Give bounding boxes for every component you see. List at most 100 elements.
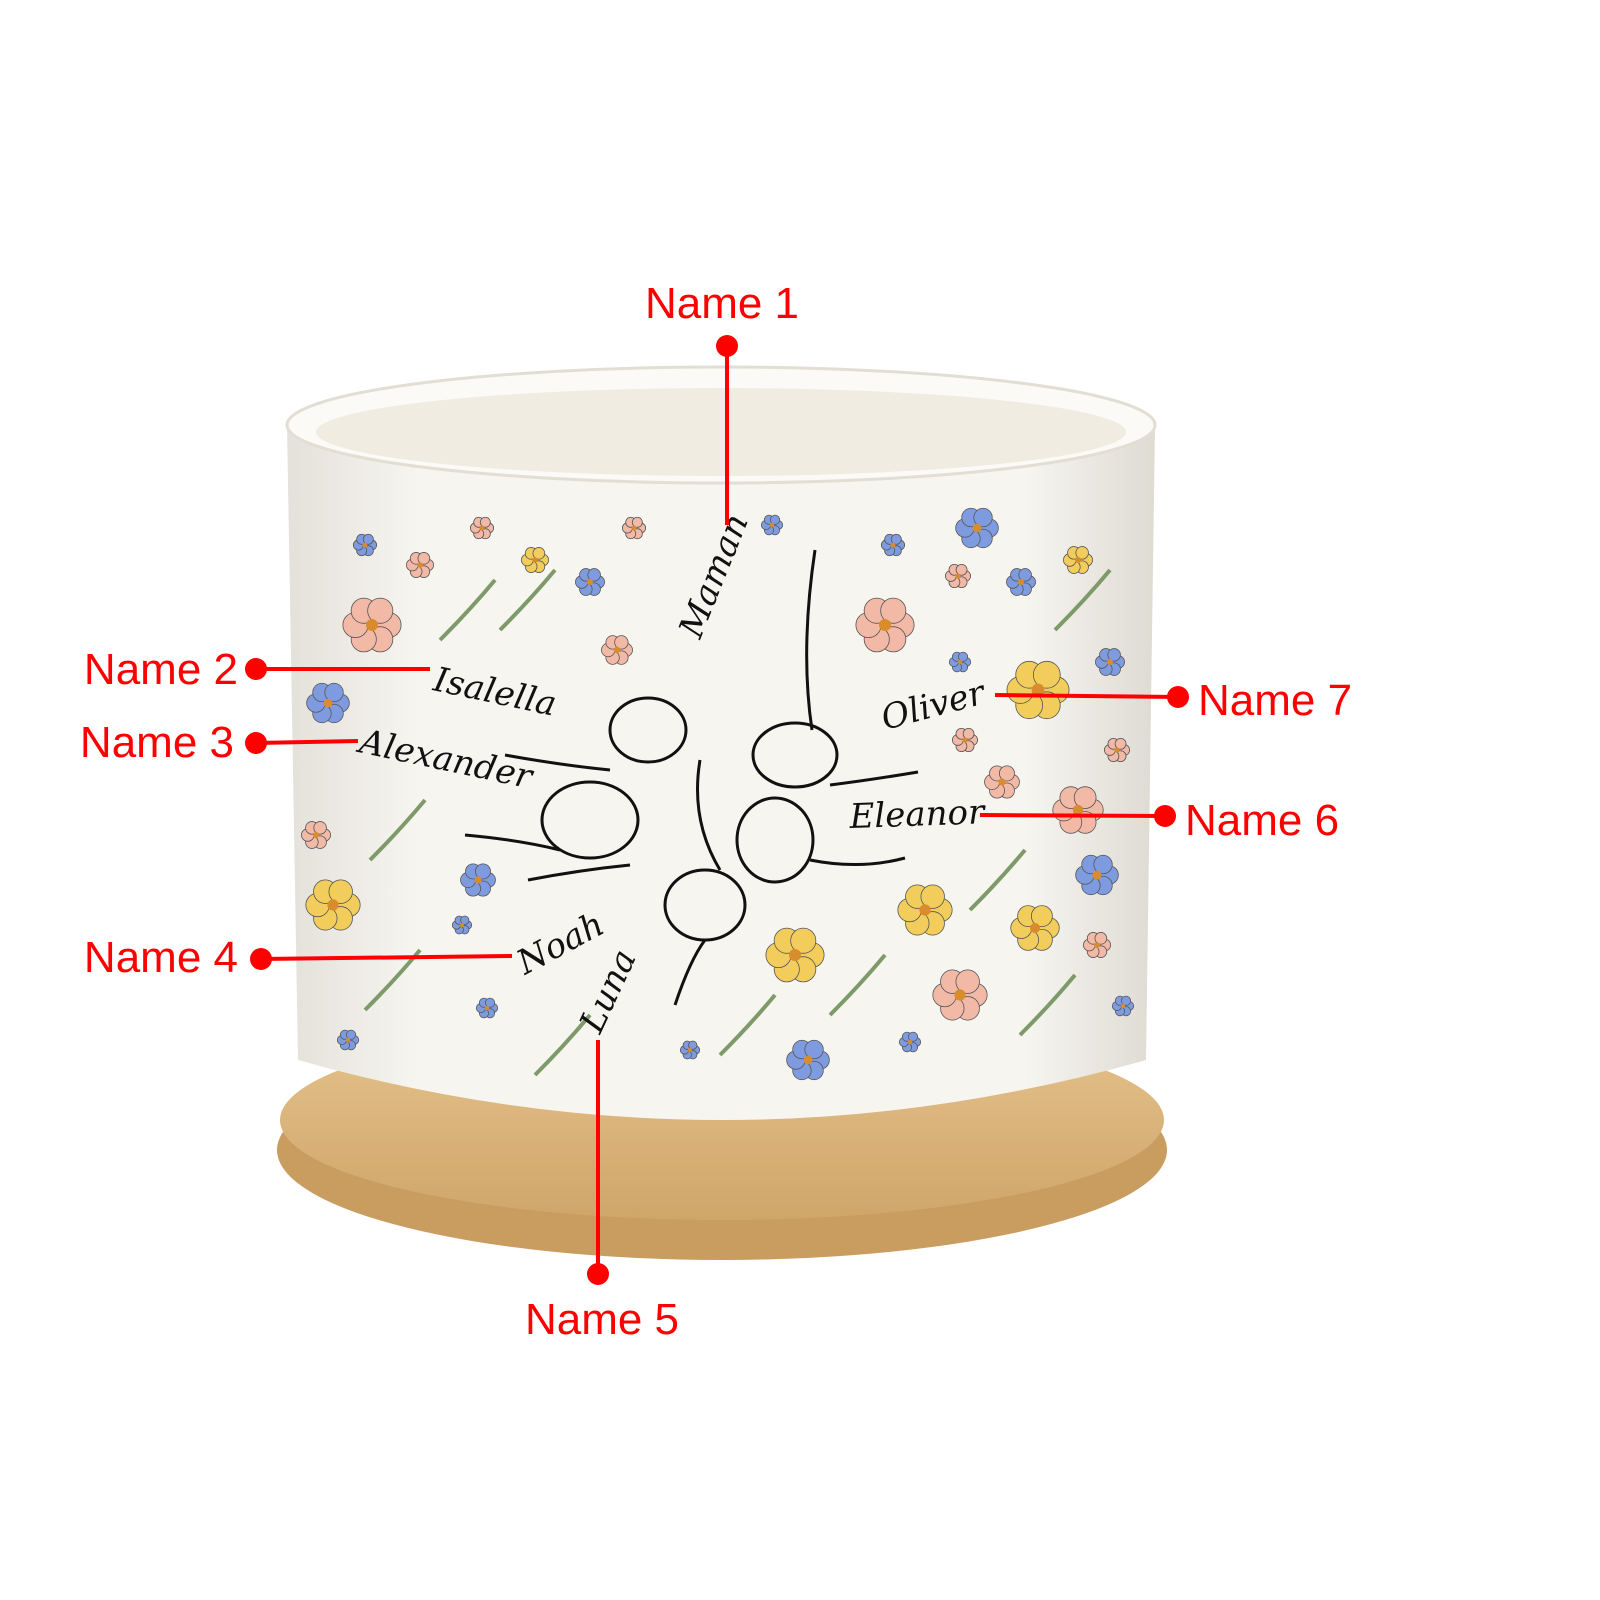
flower-center: [1030, 923, 1040, 933]
leaf-sprig: [368, 798, 427, 862]
flower-petal: [1107, 648, 1121, 662]
flower-center: [1031, 683, 1045, 697]
flower-petal: [1032, 660, 1061, 689]
flower-petal: [532, 547, 546, 560]
flower-petal: [417, 552, 431, 565]
flower-center: [327, 899, 339, 911]
flower-center: [890, 542, 896, 548]
flower-center: [479, 525, 485, 531]
flower-petal: [328, 879, 353, 904]
flower-petal: [367, 597, 394, 624]
callout-name-7: [994, 686, 1189, 708]
flower-petal: [614, 635, 629, 650]
flower-center: [1120, 1003, 1126, 1009]
ceramic-pot: [285, 365, 1157, 1120]
flower-petal: [973, 507, 993, 528]
flower-center: [803, 1055, 813, 1065]
flower-center: [631, 525, 637, 531]
pot-name-eleanor: Eleanor: [848, 792, 987, 837]
label-name-1: Name 1: [645, 279, 799, 328]
flower-center: [1018, 579, 1024, 585]
label-name-6: Name 6: [1185, 796, 1339, 845]
flower-petal: [890, 533, 902, 545]
flower-petal: [880, 597, 907, 624]
flower-petal: [485, 997, 496, 1008]
flower-petal: [1030, 905, 1053, 927]
flower-center: [484, 1005, 490, 1011]
callout-name-3: [245, 732, 359, 754]
flower-center: [954, 989, 966, 1001]
flower-center: [998, 778, 1006, 786]
flower-center: [345, 1037, 351, 1043]
flower-center: [313, 832, 319, 838]
flower-petal: [1073, 786, 1097, 809]
callout-name-6: [979, 805, 1176, 827]
flower-center: [417, 562, 423, 568]
flower-center: [1092, 870, 1102, 880]
flower-petal: [1121, 995, 1132, 1006]
label-name-3: Name 3: [80, 718, 234, 767]
flower-center: [460, 923, 464, 927]
flower-center: [919, 904, 931, 916]
floral-decoration: [301, 507, 1135, 1081]
flower-center: [1094, 942, 1100, 948]
flower-center: [532, 557, 538, 563]
flower-petal: [1094, 932, 1108, 945]
flower-petal: [479, 516, 491, 528]
callout-name-1: [716, 335, 738, 525]
flower-center: [474, 876, 482, 884]
flower-petal: [790, 927, 817, 954]
flower-petal: [313, 821, 327, 835]
flower-petal: [474, 863, 491, 880]
flower-center: [789, 949, 801, 961]
flower-center: [366, 619, 378, 631]
flower-center: [1107, 659, 1113, 665]
flower-petal: [1093, 854, 1113, 875]
flower-petal: [346, 1029, 357, 1040]
flower-center: [962, 737, 968, 743]
callout-name-2: [245, 658, 430, 680]
flower-petal: [955, 969, 980, 994]
flower-center: [362, 542, 368, 548]
flower-petal: [998, 765, 1015, 782]
flower-petal: [362, 533, 374, 545]
flower-petal: [631, 516, 643, 528]
flower-petal: [955, 563, 968, 576]
flower-center: [957, 659, 963, 665]
leaf-sprig: [718, 993, 777, 1057]
flower-petal: [908, 1031, 919, 1042]
label-name-2: Name 2: [84, 645, 238, 694]
label-name-5: Name 5: [525, 1295, 679, 1344]
hands-line-art: [464, 549, 919, 1006]
flower-petal: [920, 884, 945, 909]
flower-petal: [1075, 546, 1089, 560]
flower-petal: [1018, 568, 1032, 582]
label-name-7: Name 7: [1198, 676, 1352, 725]
flower-center: [1072, 804, 1084, 816]
leaf-sprig: [968, 848, 1027, 912]
flower-center: [879, 619, 891, 631]
leaf-sprig: [1053, 568, 1112, 632]
flower-petal: [1114, 737, 1127, 750]
flower-center: [613, 646, 621, 654]
flower-petal: [958, 651, 969, 662]
leaf-sprig: [828, 953, 887, 1017]
flower-petal: [688, 1040, 698, 1050]
leaf-sprig: [533, 1013, 592, 1077]
flower-center: [769, 522, 775, 528]
flower-center: [955, 573, 961, 579]
flower-petal: [770, 514, 781, 525]
flower-center: [587, 579, 593, 585]
callout-name-4: [250, 948, 513, 970]
flower-center: [972, 523, 982, 533]
flower-center: [907, 1039, 913, 1045]
flower-center: [323, 698, 333, 708]
flower-petal: [460, 915, 470, 925]
leaf-sprig: [438, 578, 497, 642]
callouts: [245, 335, 1189, 1285]
flower-petal: [324, 682, 344, 703]
flower-petal: [962, 727, 975, 740]
flower-petal: [804, 1039, 824, 1060]
